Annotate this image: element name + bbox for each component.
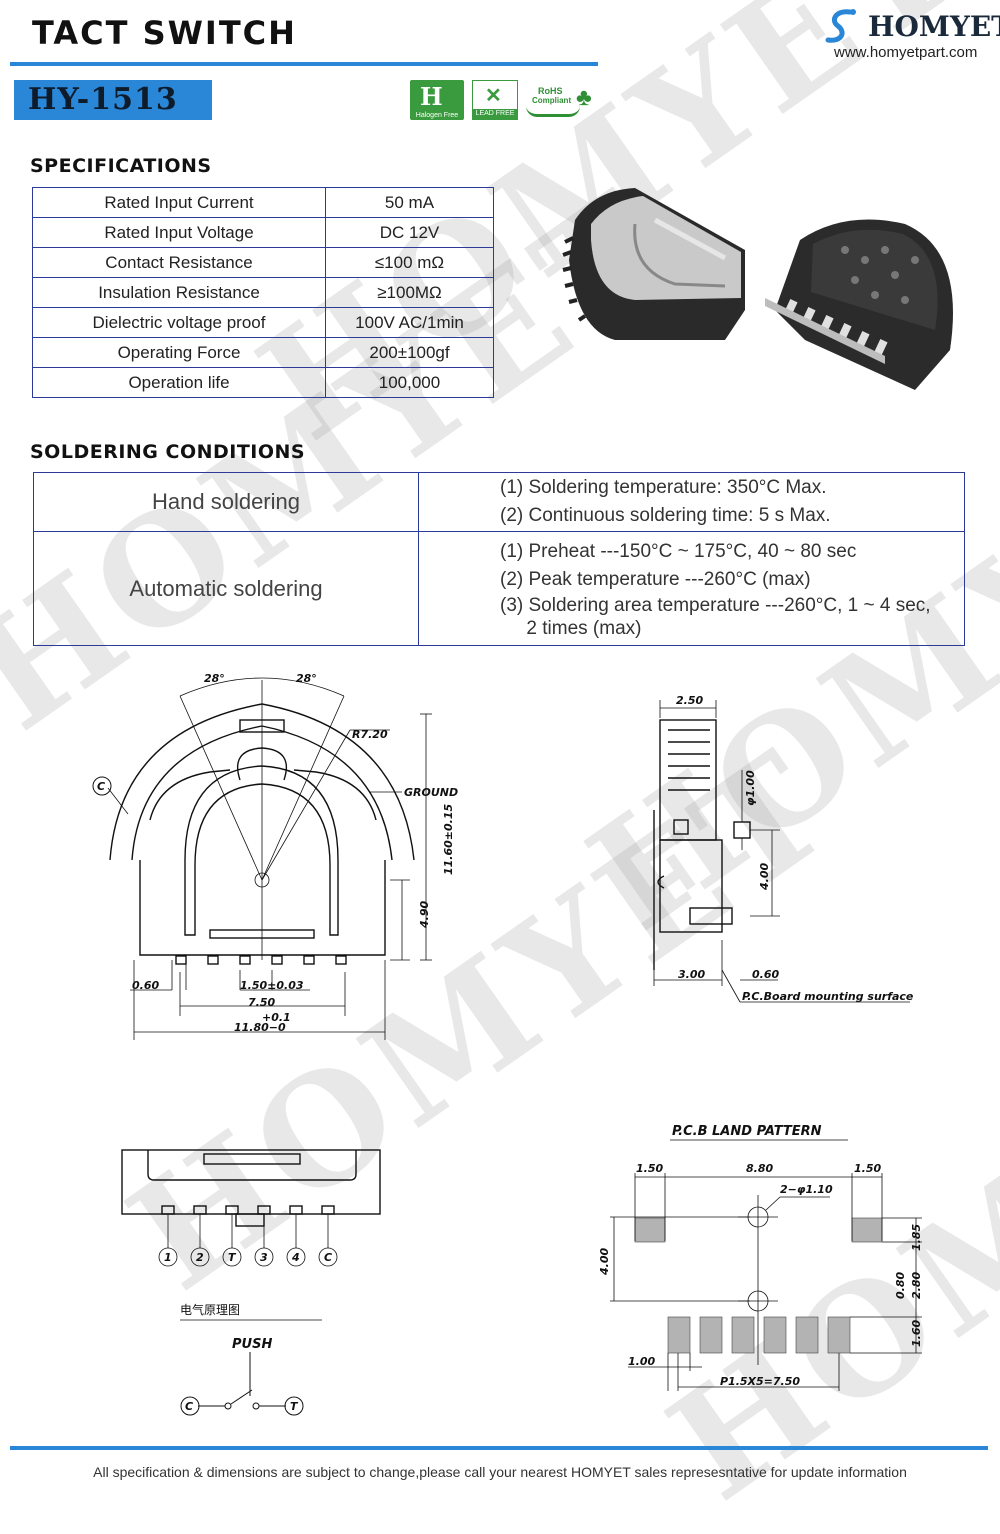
pitch-label: P1.5X5=7.50 <box>720 1375 800 1388</box>
soldering-table: Hand soldering (1) Soldering temperature… <box>33 472 965 646</box>
width-label: 11.80−0 <box>234 1021 286 1034</box>
pcb-mounting-note: P.C.Board mounting surface <box>742 990 914 1003</box>
dim-4-00: 4.00 <box>598 1248 611 1276</box>
c-terminal-mark: C <box>97 780 105 793</box>
ground-label: GROUND <box>404 786 458 799</box>
brand-logo <box>822 6 862 46</box>
product-photo <box>555 180 975 400</box>
condition-line: (2) Peak temperature ---260°C (max) <box>500 568 811 590</box>
dim-1-00: 1.00 <box>628 1355 655 1368</box>
dim-1-50-left: 1.50 <box>636 1162 663 1175</box>
front-view-drawing: 28° 28° R7.20 GROUND C 11.60±0.15 4.90 0… <box>92 672 458 1040</box>
footer-disclaimer: All specification & dimensions are subje… <box>93 1464 907 1480</box>
spec-label: Insulation Resistance <box>32 277 326 308</box>
spec-value: ≤100 mΩ <box>325 247 494 278</box>
pcb-land-pattern-drawing: P.C.B LAND PATTERN <box>598 1124 923 1391</box>
width-tolerance: +0.1 <box>262 1011 291 1024</box>
model-badge: HY-1513 <box>14 80 212 120</box>
spec-value: 100V AC/1min <box>325 307 494 338</box>
condition-line: 2 times (max) <box>500 617 642 639</box>
condition-line: (1) Preheat ---150°C ~ 175°C, 40 ~ 80 se… <box>500 540 857 562</box>
schematic-title: 电气原理图 <box>180 1302 240 1317</box>
spec-value: 50 mA <box>325 187 494 218</box>
table-row: Insulation Resistance≥100MΩ <box>32 277 494 308</box>
pin-1-label: 1 <box>164 1251 172 1264</box>
table-row: Contact Resistance≤100 mΩ <box>32 247 494 278</box>
dim-2-50: 2.50 <box>676 694 703 707</box>
specifications-heading: SPECIFICATIONS <box>30 155 212 177</box>
pin-3-label: 3 <box>260 1251 268 1264</box>
schematic-c-label: C <box>185 1400 193 1413</box>
footer-divider <box>10 1446 988 1450</box>
terminal-diagram: 1 2 T 3 4 C 电气原理图 PUSH C T <box>121 1149 381 1416</box>
height-label: 11.60±0.15 <box>442 804 455 875</box>
spec-label: Dielectric voltage proof <box>32 307 326 338</box>
dim-1-50-right: 1.50 <box>854 1162 881 1175</box>
rohs-compliant-icon: RoHS Compliant ♣ <box>526 84 602 118</box>
land-pattern-title: P.C.B LAND PATTERN <box>672 1124 822 1139</box>
pitch-label: 1.50±0.03 <box>240 979 304 992</box>
spec-value: 200±100gf <box>325 337 494 368</box>
dim-4-90: 4.90 <box>418 901 431 929</box>
side-view-drawing: 2.50 φ1.00 4.00 3.00 0.60 P.C.Board moun… <box>653 694 914 1003</box>
pin-t-label: T <box>228 1251 237 1264</box>
spec-label: Operating Force <box>32 337 326 368</box>
spec-label: Rated Input Current <box>32 187 326 218</box>
angle-right-label: 28° <box>296 672 317 685</box>
halogen-free-icon: H Halogen Free <box>410 80 464 120</box>
dim-0-60: 0.60 <box>132 979 159 992</box>
brand-url: www.homyetpart.com <box>834 44 978 61</box>
page-title: TACT SWITCH <box>32 14 297 52</box>
condition-line: (1) Soldering temperature: 350°C Max. <box>500 477 827 498</box>
dim-2-80: 2.80 <box>910 1272 923 1299</box>
spec-label: Rated Input Voltage <box>32 217 326 248</box>
lead-free-icon: ✕ LEAD FREE <box>472 80 518 120</box>
dim-3-00: 3.00 <box>678 968 705 981</box>
spec-value: ≥100MΩ <box>325 277 494 308</box>
dim-1-85: 1.85 <box>910 1224 923 1251</box>
pin-c-label: C <box>324 1251 332 1264</box>
certification-logos: H Halogen Free ✕ LEAD FREE RoHS Complian… <box>410 80 605 122</box>
pin-4-label: 4 <box>291 1251 300 1264</box>
automatic-soldering-label: Automatic soldering <box>33 531 419 646</box>
radius-label: R7.20 <box>352 728 388 741</box>
schematic-t-label: T <box>290 1400 299 1413</box>
soldering-heading: SOLDERING CONDITIONS <box>30 441 306 463</box>
table-row: Automatic soldering (1) Preheat ---150°C… <box>33 531 965 646</box>
spec-value: DC 12V <box>325 217 494 248</box>
dim-4-00: 4.00 <box>758 863 771 891</box>
pin-2-label: 2 <box>196 1251 204 1264</box>
dim-phi-1-00: φ1.00 <box>744 770 757 806</box>
hand-soldering-conditions: (1) Soldering temperature: 350°C Max. (2… <box>418 472 965 532</box>
condition-line: (2) Continuous soldering time: 5 s Max. <box>500 505 831 526</box>
dim-0-80: 0.80 <box>894 1272 907 1299</box>
dim-0-60: 0.60 <box>752 968 779 981</box>
table-row: Hand soldering (1) Soldering temperature… <box>33 472 965 532</box>
brand-name: HOMYET <box>868 10 1000 43</box>
dim-1-60: 1.60 <box>910 1320 923 1347</box>
condition-line: (3) Soldering area temperature ---260°C,… <box>500 594 931 616</box>
hand-soldering-label: Hand soldering <box>33 472 419 532</box>
holes-label: 2−φ1.10 <box>780 1183 833 1196</box>
title-underline <box>10 62 598 66</box>
automatic-soldering-conditions: (1) Preheat ---150°C ~ 175°C, 40 ~ 80 se… <box>418 531 965 646</box>
dim-7-50: 7.50 <box>248 996 275 1009</box>
dim-8-80: 8.80 <box>746 1162 773 1175</box>
spec-label: Contact Resistance <box>32 247 326 278</box>
spec-value: 100,000 <box>325 367 494 398</box>
push-label: PUSH <box>232 1337 272 1352</box>
spec-label: Operation life <box>32 367 326 398</box>
angle-left-label: 28° <box>204 672 225 685</box>
